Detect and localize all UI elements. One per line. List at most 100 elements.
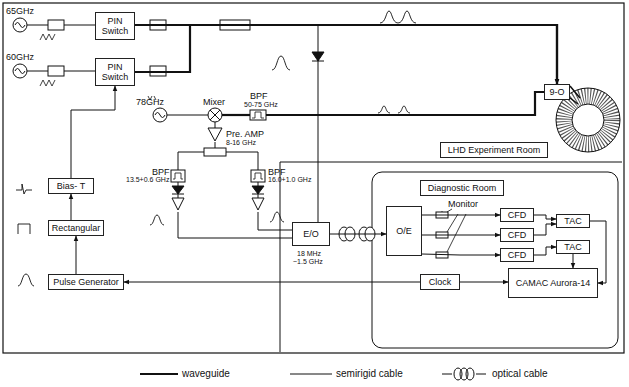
node-text: Pulse Generator — [53, 277, 119, 287]
pulse-waveform — [18, 224, 30, 234]
room-label: LHD Experiment Room — [440, 142, 548, 158]
antenna-horn — [570, 86, 580, 104]
signal-label: 78GHz — [136, 97, 164, 107]
node-text: PIN Switch — [98, 62, 132, 82]
signal-label: 65GHz — [6, 6, 34, 16]
oscillator-symbol — [15, 23, 25, 28]
bias-tee-box: Bias- T — [48, 178, 94, 194]
connector — [422, 235, 500, 236]
pulse-waveform — [150, 215, 164, 225]
node-text: Diagnostic Room — [428, 183, 497, 193]
semirigid-line — [178, 182, 292, 238]
connector — [71, 86, 115, 178]
amplifier-triangle — [208, 128, 222, 141]
connector — [135, 25, 557, 84]
bandpass-filter — [173, 173, 263, 179]
node-text: LHD Experiment Room — [448, 145, 541, 155]
bandpass-filter — [252, 112, 264, 118]
node-text: Rectangular — [52, 223, 101, 233]
node-text: CFD — [508, 250, 527, 260]
camac-box: CAMAC Aurora-14 — [508, 268, 598, 298]
pulse-generator: Pulse Generator — [48, 274, 124, 290]
isolator-box — [48, 66, 64, 76]
bandpass-filter — [250, 110, 266, 120]
signal-label: BPF — [152, 167, 170, 177]
connector — [135, 25, 557, 84]
legend-text: optical cable — [492, 368, 548, 379]
signal-label: 18 MHz — [297, 250, 321, 258]
pulse-waveform — [16, 11, 416, 286]
legend-text: semirigid cable — [336, 368, 403, 379]
signal-label: BPF — [250, 91, 268, 101]
oscillator-symbol — [13, 64, 27, 78]
bandpass-filter — [251, 170, 265, 182]
legend-sample — [442, 374, 486, 375]
cfd-box: CFD — [500, 248, 534, 262]
node-text: O/E — [396, 226, 412, 236]
signal-label: 8-16 GHz — [226, 139, 256, 147]
pulse-waveform — [16, 184, 32, 194]
signal-label: ~1.5 GHz — [293, 258, 323, 266]
room-label: Diagnostic Room — [420, 180, 504, 196]
connector — [534, 247, 556, 255]
legend-sample — [442, 368, 486, 380]
isolator-box — [48, 20, 250, 76]
eo-converter: E/O — [292, 222, 330, 246]
pulse-waveform — [272, 56, 290, 70]
power-splitter — [204, 148, 226, 156]
node-text: TAC — [564, 242, 581, 252]
node-text: Clock — [429, 277, 452, 287]
oscillator-symbol — [153, 108, 167, 122]
room-boundary — [280, 162, 622, 352]
signal-label: Pre. AMP — [226, 129, 264, 139]
pulse-waveform — [270, 212, 284, 222]
signal-label: 13.5+0.6 GHz — [126, 176, 169, 184]
node-text: PIN Switch — [98, 16, 132, 36]
semirigid-line — [167, 115, 208, 116]
connector — [71, 194, 72, 220]
oscillator-symbol — [15, 69, 25, 74]
oscillator-symbol — [13, 18, 27, 32]
antenna-box: 9-O — [544, 84, 570, 100]
signal-label: 16.0+1.0 GHz — [268, 176, 311, 184]
pulse-waveform — [398, 106, 410, 113]
amplifier-triangle — [172, 198, 264, 210]
tac-box: TAC — [556, 214, 590, 228]
connector — [330, 234, 386, 235]
waveguide-line — [266, 92, 544, 115]
pulse-waveform — [18, 274, 34, 286]
bandpass-filter — [171, 170, 265, 182]
modulation-waveform — [40, 80, 55, 86]
legend-sample — [290, 374, 332, 375]
signal-label: Mixer — [203, 97, 225, 107]
room-boundary — [372, 172, 618, 348]
node-text: CAMAC Aurora-14 — [516, 278, 591, 288]
connector — [460, 282, 508, 283]
legend-sample — [466, 368, 474, 380]
pulse-waveform — [380, 11, 398, 23]
node-text: CFD — [508, 210, 527, 220]
node-text: Bias- T — [57, 181, 85, 191]
mixer-symbol — [208, 108, 222, 122]
cfd-box: CFD — [500, 228, 534, 242]
bandpass-filter — [171, 170, 185, 182]
connector — [124, 282, 420, 283]
plasma-torus — [572, 104, 604, 136]
pulse-waveform — [378, 106, 390, 113]
rectangular-box: Rectangular — [48, 220, 104, 236]
clock-box: Clock — [420, 274, 460, 290]
pin-switch: PIN Switch — [95, 58, 135, 86]
connector — [422, 254, 500, 255]
plasma-torus — [564, 96, 612, 144]
semirigid-line — [178, 152, 258, 170]
mixer-symbol — [208, 108, 222, 122]
signal-label: 60GHz — [6, 52, 34, 62]
oe-converter: O/E — [386, 206, 422, 256]
detector-diode — [172, 186, 264, 194]
oscillator-symbol — [155, 113, 165, 118]
signal-label: 50-75 GHz — [244, 101, 278, 109]
pulse-waveform — [398, 11, 416, 23]
node-text: TAC — [564, 216, 581, 226]
tac-box: TAC — [556, 240, 590, 254]
signal-label: Monitor — [448, 199, 478, 209]
